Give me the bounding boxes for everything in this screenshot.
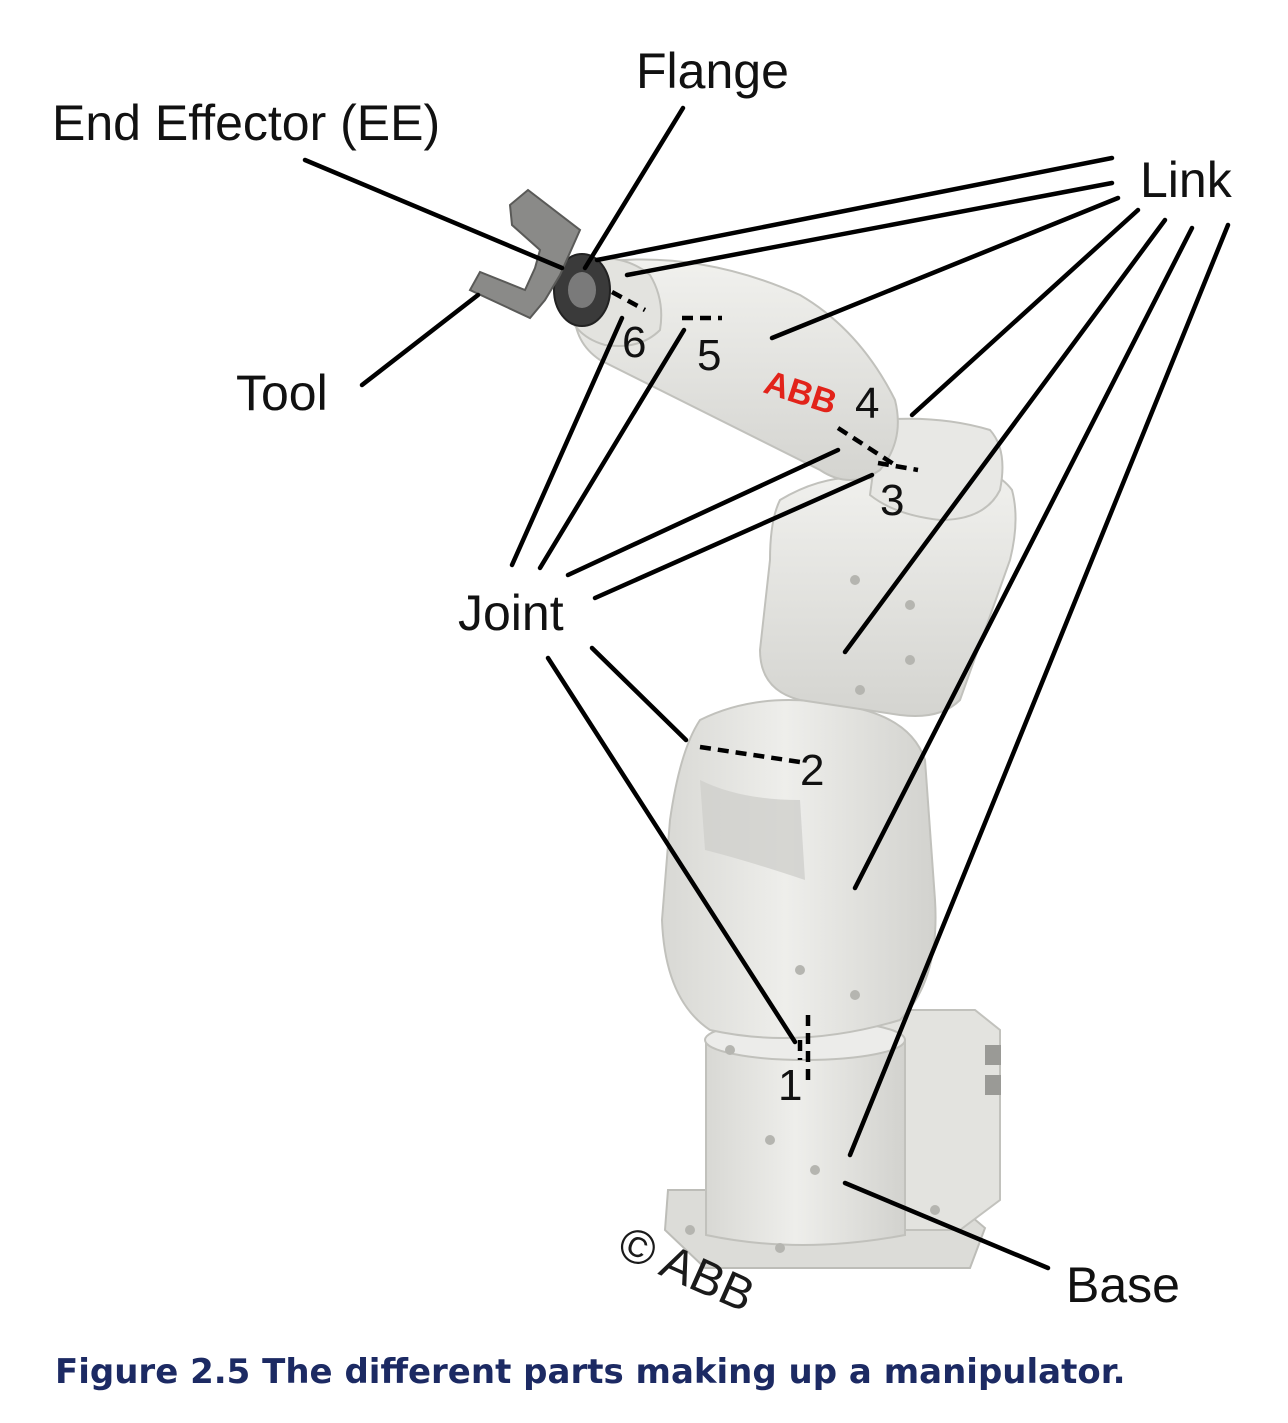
link-leader-5 [842,217,1168,655]
joint-numbers: 1 2 3 4 5 6 [622,318,904,1110]
elbow-housing [868,417,1004,522]
joint-leader-4 [565,447,841,578]
axis-4 [836,426,897,467]
base-leader [842,1180,1051,1271]
link-leader-7 [847,222,1231,1158]
gripper-tool [468,188,582,320]
label-joint: Joint [458,585,564,641]
part-labels: Flange End Effector (EE) Link Tool Joint… [52,43,1233,1313]
label-link: Link [1140,152,1233,208]
link-leader-6 [852,225,1195,891]
label-end-effector: End Effector (EE) [52,95,440,151]
joint-leader-3 [592,472,875,601]
link-leader-1 [594,155,1115,263]
label-tool: Tool [236,365,328,421]
joint-axes [610,290,919,1080]
robot-illustration: ABB [468,188,1017,1269]
axis-6 [610,290,647,312]
connector [985,1045,1001,1065]
link-leader-2 [624,180,1115,278]
label-flange: Flange [636,43,789,99]
tool-leader [359,292,481,388]
joint-leader-5 [537,327,687,571]
figure-caption: Figure 2.5 The different parts making up… [55,1352,1126,1392]
connector [985,1075,1001,1095]
label-base: Base [1066,1257,1180,1313]
joint-number-3: 3 [880,476,904,525]
joint-number-1: 1 [778,1061,802,1110]
joint-leader-6 [509,315,625,568]
joint-number-2: 2 [800,746,824,795]
joint-leader-2 [589,645,689,743]
end-effector-leader [302,157,565,271]
bolt-details [685,575,940,1253]
link-leader-4 [909,207,1141,418]
joint-number-6: 6 [622,318,646,367]
joint-number-5: 5 [697,331,721,380]
base-pedestal [705,1029,906,1246]
leader-lines [302,105,1231,1271]
flange-leader [582,105,686,271]
axis-3 [877,460,919,473]
link-leader-3 [769,195,1121,341]
joint-number-4: 4 [855,379,879,428]
joint-leader-1 [545,655,798,1045]
